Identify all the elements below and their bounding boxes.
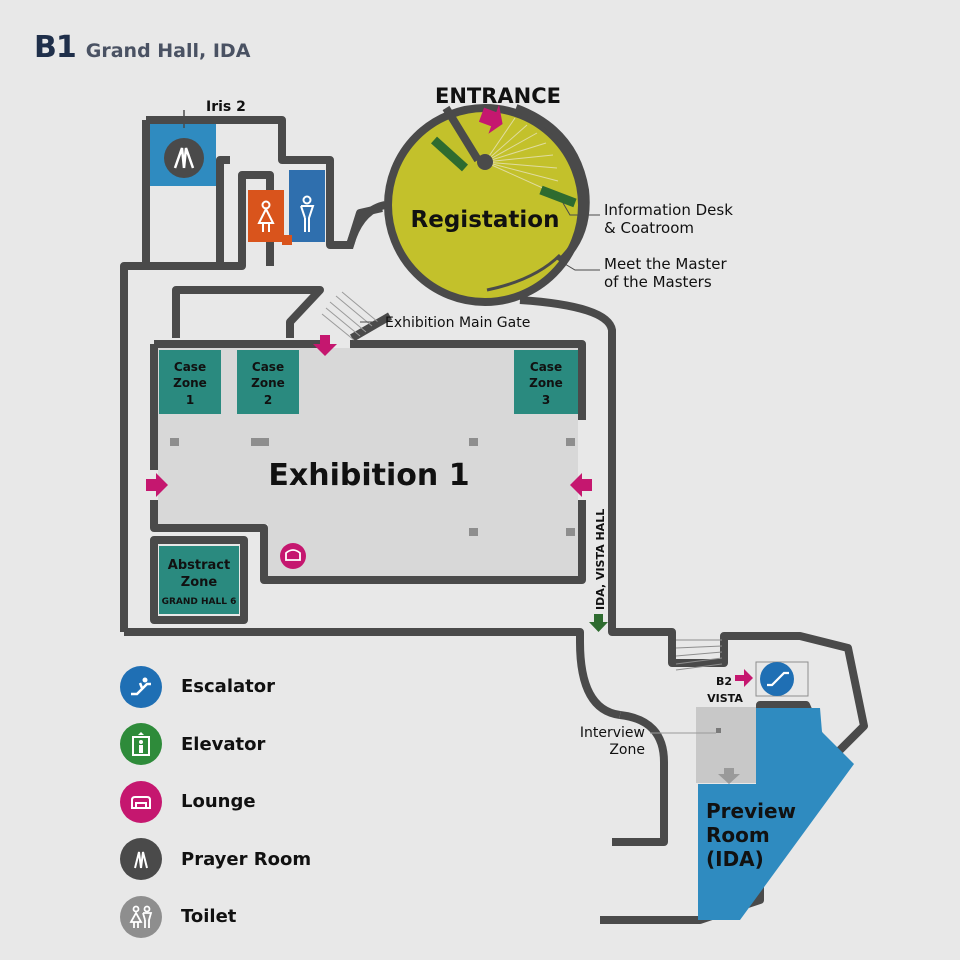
info-desk-bar-left bbox=[430, 136, 469, 172]
meet-master-label-2: of the Masters bbox=[604, 273, 712, 291]
mens-toilet-icon bbox=[300, 195, 315, 232]
elevator-icon bbox=[120, 723, 162, 766]
b2-arrow bbox=[735, 669, 753, 687]
legend-label-prayer-room: Prayer Room bbox=[181, 848, 312, 870]
legend-item-toilet: Toilet bbox=[120, 888, 311, 946]
case-zone-1-line-1: Case bbox=[174, 360, 206, 374]
case-zone-1-line-3: 1 bbox=[186, 393, 194, 407]
meet-master-label-1: Meet the Master bbox=[604, 255, 727, 273]
interview-label-1: Interview bbox=[580, 725, 645, 741]
legend-label-lounge: Lounge bbox=[181, 791, 256, 813]
toilet-icon bbox=[120, 895, 162, 938]
pillars bbox=[170, 438, 575, 536]
legend-item-elevator: Elevator bbox=[120, 716, 311, 774]
case-zone-2-line-2: Zone bbox=[251, 376, 285, 390]
case-zone-2: Case Zone 2 bbox=[237, 350, 299, 414]
stairs-b2 bbox=[675, 639, 723, 671]
main-gate-arrow bbox=[313, 335, 337, 356]
preview-room bbox=[698, 708, 854, 920]
prayer-room-icon bbox=[120, 838, 162, 881]
registration-area bbox=[384, 104, 590, 306]
abstract-zone-line-3: GRAND HALL 6 bbox=[162, 597, 237, 607]
legend-item-lounge: Lounge bbox=[120, 773, 311, 831]
iris-label: Iris 2 bbox=[206, 99, 246, 115]
case-zone-1-line-2: Zone bbox=[173, 376, 207, 390]
abstract-zone-line-1: Abstract bbox=[168, 558, 230, 573]
registration-hub bbox=[477, 154, 493, 170]
leader-lines bbox=[360, 202, 600, 323]
meet-master-wall bbox=[486, 253, 562, 292]
womens-toilet bbox=[248, 190, 284, 242]
escalator-b2-box bbox=[755, 661, 809, 697]
case-zone-3-line-2: Zone bbox=[529, 376, 563, 390]
preview-label-2: Room bbox=[706, 823, 770, 847]
vista-label: VISTA bbox=[707, 692, 743, 705]
legend-label-elevator: Elevator bbox=[181, 733, 266, 755]
entrance-arrow bbox=[478, 104, 503, 134]
lounge-icon bbox=[280, 543, 306, 569]
exhibition-label: Exhibition 1 bbox=[268, 458, 469, 493]
interview-label-2: Zone bbox=[609, 742, 645, 758]
interview-arrow bbox=[718, 768, 740, 784]
main-gate-label: Exhibition Main Gate bbox=[385, 315, 530, 331]
arrows bbox=[146, 104, 753, 687]
abstract-zone: Abstract Zone GRAND HALL 6 bbox=[159, 546, 239, 614]
west-entry-arrow bbox=[146, 473, 168, 497]
legend-label-escalator: Escalator bbox=[181, 676, 275, 698]
ida-vista-label: IDA, VISTA HALL bbox=[594, 509, 607, 610]
info-desk-bar-right bbox=[539, 185, 577, 208]
legend-label-toilet: Toilet bbox=[181, 906, 237, 928]
case-zone-2-line-3: 2 bbox=[264, 393, 272, 407]
legend-item-prayer-room: Prayer Room bbox=[120, 831, 311, 889]
info-desk-label-1: Information Desk bbox=[604, 201, 733, 219]
preview-label-3: (IDA) bbox=[706, 847, 764, 871]
case-zone-3-line-1: Case bbox=[530, 360, 562, 374]
east-entry-arrow bbox=[570, 473, 592, 497]
preview-label-1: Preview bbox=[706, 799, 796, 823]
case-zone-3: Case Zone 3 bbox=[514, 350, 578, 414]
womens-toilet-icon bbox=[257, 200, 275, 232]
floor-level: B1 bbox=[34, 30, 77, 65]
entrance-label: ENTRANCE bbox=[435, 84, 561, 108]
case-zone-1: Case Zone 1 bbox=[159, 350, 221, 414]
escalator-icon bbox=[120, 665, 162, 708]
hall-name: Grand Hall, IDA bbox=[85, 40, 251, 62]
stairs-main-gate bbox=[321, 291, 379, 341]
abstract-zone-line-2: Zone bbox=[181, 575, 218, 590]
registration-label: Registation bbox=[411, 207, 560, 233]
lounge-icon bbox=[120, 780, 162, 823]
legend: Escalator Elevator Lounge Prayer Room To… bbox=[120, 658, 311, 946]
info-desk-label-2: & Coatroom bbox=[604, 219, 694, 237]
map-header: B1 Grand Hall, IDA bbox=[34, 30, 250, 65]
vista-down-arrow bbox=[589, 614, 608, 632]
b2-label: B2 bbox=[716, 675, 732, 688]
case-zone-2-line-1: Case bbox=[252, 360, 284, 374]
case-zone-3-line-3: 3 bbox=[542, 393, 550, 407]
legend-item-escalator: Escalator bbox=[120, 658, 311, 716]
